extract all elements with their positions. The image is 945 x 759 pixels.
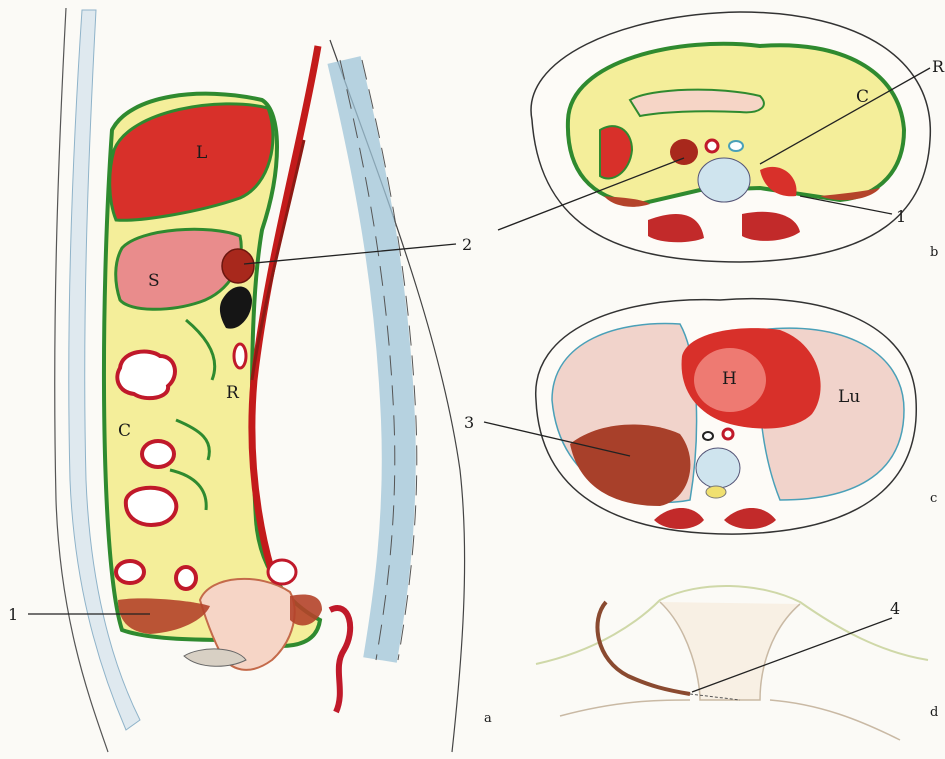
bowel-loop (176, 567, 196, 589)
bowel-loop (116, 561, 144, 583)
panel-b-axial-abdomen: C R 1 b (498, 12, 945, 262)
bowel-loop (126, 488, 177, 525)
vertebra-b (698, 158, 750, 202)
panel-a-sagittal: L S R C 1 2 a (8, 8, 492, 752)
kidney-vessel (234, 344, 246, 368)
rectum (330, 608, 350, 712)
callout-1b: 1 (896, 207, 906, 226)
callout-2: 2 (462, 235, 472, 254)
ivc-b (729, 141, 743, 151)
pancreas-b (630, 90, 764, 116)
vertebra-c (696, 448, 740, 488)
panel-d-label: d (930, 705, 938, 720)
bowel-loop (117, 352, 175, 399)
panel-b-label: b (930, 245, 938, 260)
stomach-label: S (148, 271, 160, 291)
xiphoid-region (660, 602, 800, 700)
retroperitoneum-b-label: R (932, 57, 945, 76)
callout-3: 3 (464, 413, 474, 432)
colon-label: C (118, 421, 131, 441)
lower-contour-d (560, 700, 900, 740)
subphrenic-collection (222, 249, 254, 283)
retroperitoneum-label: R (226, 383, 240, 403)
panel-c-label: c (930, 491, 937, 506)
bowel-loop (142, 441, 174, 467)
callout-4: 4 (890, 599, 900, 618)
liver-label: L (196, 143, 207, 163)
panel-a-label: a (484, 711, 492, 726)
panel-d-pericardiocentesis: 4 d (536, 586, 938, 740)
esophagus-c (703, 432, 713, 440)
uterus (268, 560, 296, 584)
lung-label: Lu (838, 387, 860, 407)
aorta-b (706, 140, 718, 152)
callout-1a: 1 (8, 605, 18, 624)
spinal-canal-c (706, 486, 726, 498)
panel-c-axial-thorax: H Lu 3 c (464, 299, 937, 534)
aorta-c (723, 429, 733, 439)
heart-label: H (722, 369, 737, 389)
lumbar-spine (340, 60, 417, 660)
